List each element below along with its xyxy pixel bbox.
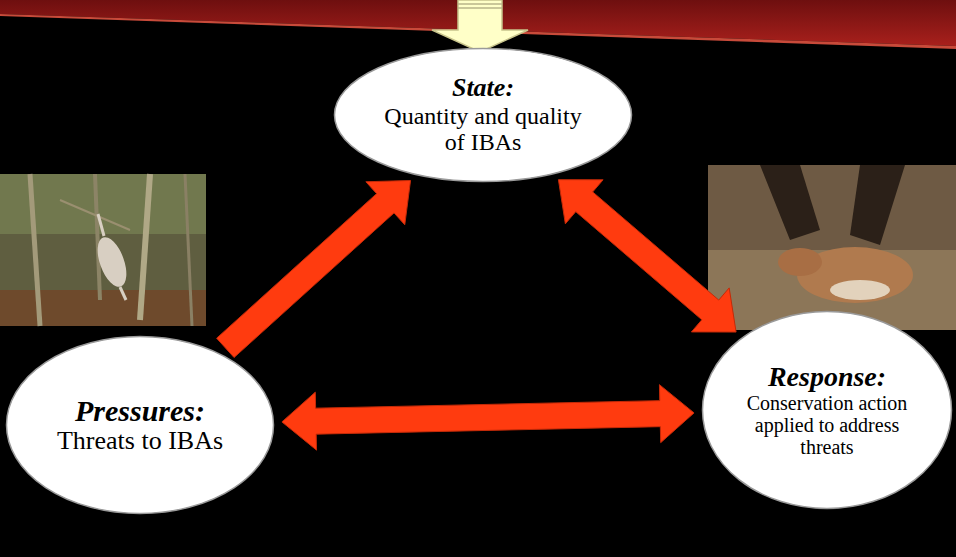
tree-trunk bbox=[95, 174, 100, 300]
branch bbox=[60, 200, 130, 230]
ellipse-node: Pressures:Threats to IBAs bbox=[5, 335, 275, 515]
arrow-stripe bbox=[458, 3, 502, 5]
forest-photo bbox=[0, 174, 206, 326]
node-content: Pressures:Threats to IBAs bbox=[53, 394, 228, 456]
animal-leg bbox=[120, 287, 126, 300]
ellipse-shape bbox=[335, 49, 632, 182]
block-arrow bbox=[282, 385, 694, 451]
forest-floor bbox=[0, 290, 206, 326]
hanging-animal bbox=[92, 233, 132, 290]
ellipse-shape bbox=[7, 337, 274, 514]
tree-trunk bbox=[140, 174, 150, 320]
antelope-head bbox=[778, 248, 822, 276]
node-body: Conservation action applied to address t… bbox=[745, 392, 910, 458]
node-heading: State: bbox=[373, 74, 593, 103]
tree-trunk bbox=[185, 174, 192, 326]
node-heading: Response: bbox=[745, 362, 910, 393]
antelope-belly bbox=[830, 280, 890, 300]
ellipse-node: State:Quantity and quality of IBAs bbox=[333, 47, 633, 183]
animal-leg bbox=[98, 214, 104, 236]
tree-trunk bbox=[30, 174, 40, 326]
node-content: State:Quantity and quality of IBAs bbox=[373, 74, 593, 155]
block-arrow bbox=[217, 180, 411, 357]
ellipse-node: Response:Conservation action applied to … bbox=[701, 310, 953, 510]
node-body: Quantity and quality of IBAs bbox=[373, 103, 593, 156]
block-arrow bbox=[558, 180, 736, 332]
person-arm bbox=[850, 165, 905, 245]
node-content: Response:Conservation action applied to … bbox=[745, 362, 910, 459]
arrow-stripe bbox=[458, 7, 502, 9]
node-body: Threats to IBAs bbox=[53, 427, 228, 456]
ellipse-shape bbox=[703, 312, 952, 509]
ground-photo bbox=[708, 165, 956, 330]
input-arrow bbox=[432, 0, 528, 52]
node-heading: Pressures: bbox=[53, 394, 228, 427]
person-arm bbox=[760, 165, 820, 240]
